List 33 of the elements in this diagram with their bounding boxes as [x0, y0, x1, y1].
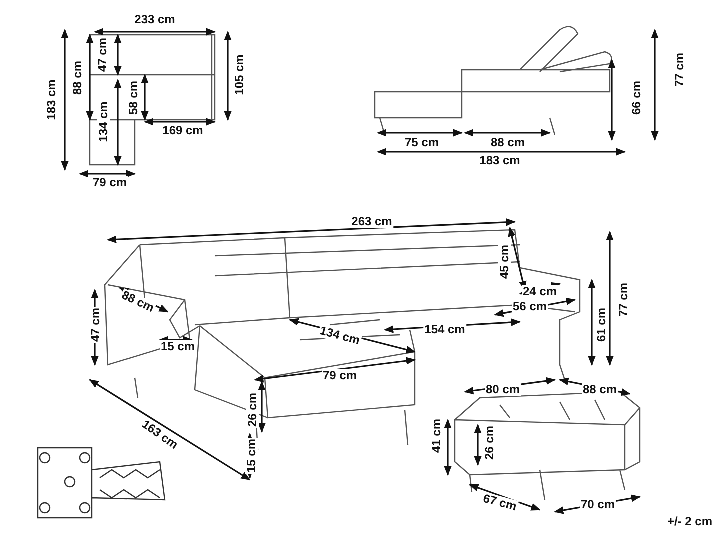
dimension-label: 24 cm: [522, 286, 558, 298]
dimension-label: 169 cm: [162, 124, 204, 138]
dimension-label: 26 cm: [246, 392, 260, 428]
dimension-label: 263 cm: [350, 216, 394, 228]
dimension-label: 105 cm: [234, 54, 246, 96]
dimension-label: 79 cm: [92, 176, 128, 190]
dimension-label: 154 cm: [424, 324, 466, 336]
dimension-label: 79 cm: [322, 370, 358, 382]
dimension-label: 26 cm: [484, 424, 496, 462]
dimension-label: 67 cm: [480, 492, 520, 514]
dimension-label: 47 cm: [90, 306, 102, 344]
dimension-label: 233 cm: [134, 14, 176, 26]
dimension-label: 61 cm: [596, 306, 608, 344]
dimension-label: 66 cm: [630, 80, 644, 116]
dimension-label: 77 cm: [618, 282, 630, 318]
dimension-label: 88 cm: [72, 60, 84, 96]
dimension-label: 75 cm: [404, 136, 440, 150]
tolerance-note: +/- 2 cm: [666, 516, 714, 528]
dimension-label: 80 cm: [484, 384, 522, 396]
dimension-label: 70 cm: [580, 498, 616, 512]
dimension-label: 88 cm: [490, 136, 526, 150]
dimension-label: 134 cm: [98, 100, 110, 144]
dimension-label: 58 cm: [128, 80, 140, 116]
dimension-label: 41 cm: [430, 418, 444, 454]
dimension-label: 45 cm: [498, 244, 512, 280]
dimension-label: 77 cm: [674, 52, 686, 88]
dimension-label: 47 cm: [96, 36, 110, 74]
dimension-label: 15 cm: [160, 340, 196, 354]
dimension-label: 183 cm: [46, 78, 58, 122]
dimension-label: 56 cm: [512, 300, 548, 314]
dimension-label: 183 cm: [478, 154, 522, 168]
dimension-label: 88 cm: [582, 384, 618, 396]
dimension-label: 15 cm: [246, 438, 258, 474]
